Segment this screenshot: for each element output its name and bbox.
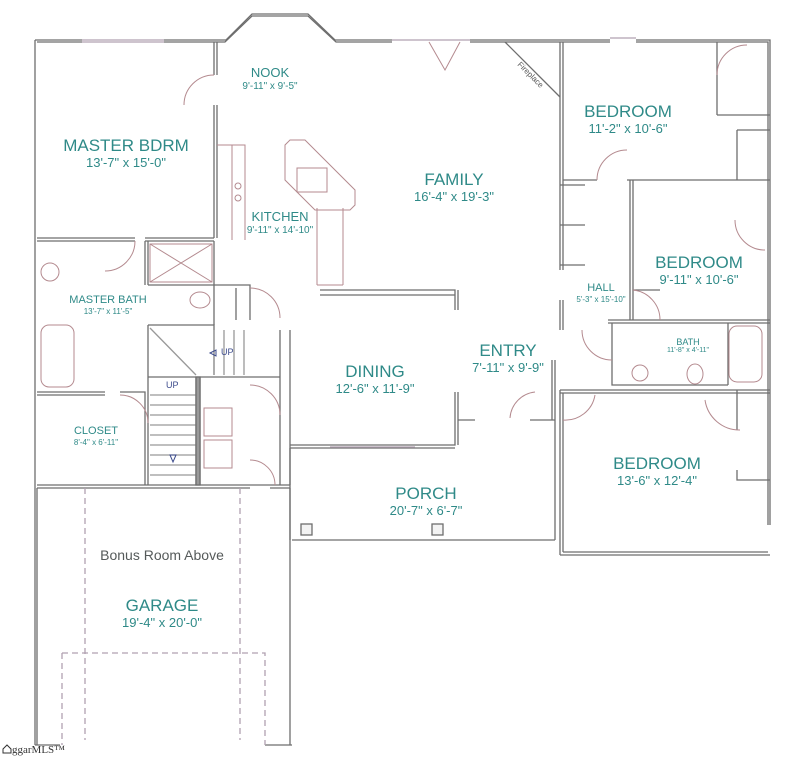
stair-up-label: UP [221, 347, 234, 357]
room-dimensions: 7'-11" x 9'-9" [472, 359, 544, 375]
room-name: BEDROOM [655, 253, 743, 272]
room-garage: GARAGE 19'-4" x 20'-0" [122, 596, 202, 630]
room-entry: ENTRY 7'-11" x 9'-9" [472, 341, 544, 375]
room-name: MASTER BATH [69, 294, 147, 306]
room-name: BATH [676, 337, 700, 347]
room-kitchen: KITCHEN 9'-11" x 14'-10" [246, 209, 314, 236]
room-nook: NOOK 9'-11" x 9'-5" [242, 65, 298, 92]
room-master-bdrm: MASTER BDRM 13'-7" x 15'-0" [63, 136, 189, 170]
room-dimensions: 11'-8" x 4'-11" [666, 347, 710, 355]
room-porch: PORCH 20'-7" x 6'-7" [390, 484, 463, 518]
room-dimensions: 19'-4" x 20'-0" [122, 614, 202, 630]
room-name: HALL [587, 282, 615, 294]
room-bedroom-1: BEDROOM 11'-2" x 10'-6" [584, 102, 672, 136]
room-name: ENTRY [479, 341, 537, 360]
room-name: DINING [345, 362, 405, 381]
room-name: BEDROOM [613, 454, 701, 473]
room-dimensions: 9'-11" x 9'-5" [242, 80, 298, 92]
room-name: BEDROOM [584, 102, 672, 121]
room-name: CLOSET [73, 425, 119, 437]
room-bedroom-2: BEDROOM 9'-11" x 10'-6" [655, 253, 743, 287]
room-name: MASTER BDRM [63, 136, 189, 155]
room-dimensions: 13'-7" x 11'-5" [83, 306, 133, 316]
room-dimensions: 9'-11" x 14'-10" [246, 224, 314, 236]
room-dimensions: 16'-4" x 19'-3" [414, 188, 494, 204]
room-dining: DINING 12'-6" x 11'-9" [336, 362, 415, 396]
room-dimensions: 11'-2" x 10'-6" [588, 120, 668, 136]
room-name: FAMILY [424, 170, 484, 189]
stair-up-label: UP [166, 380, 179, 390]
room-bath: BATH 11'-8" x 4'-11" [667, 337, 709, 355]
exterior-wall [34, 13, 771, 745]
house-icon [2, 744, 12, 754]
watermark-text: ggarMLS™ [12, 744, 65, 756]
room-master-bath: MASTER BATH 13'-7" x 11'-5" [69, 294, 146, 316]
room-closet: CLOSET 8'-4" x 6'-11" [74, 425, 118, 447]
room-hall: HALL 5'-3" x 15'-10" [576, 282, 625, 304]
room-dimensions: 13'-6" x 12'-4" [617, 472, 697, 488]
room-name: PORCH [395, 484, 457, 503]
room-family: FAMILY 16'-4" x 19'-3" [414, 170, 494, 204]
bonus-room-note: Bonus Room Above [100, 547, 224, 563]
room-name: NOOK [250, 65, 290, 80]
room-dimensions: 20'-7" x 6'-7" [389, 502, 463, 518]
mls-watermark: ggarMLS™ [2, 744, 65, 756]
room-dimensions: 12'-6" x 11'-9" [335, 380, 415, 396]
room-dimensions: 5'-3" x 15'-10" [576, 294, 626, 304]
room-dimensions: 13'-7" x 15'-0" [86, 154, 166, 170]
room-dimensions: 8'-4" x 6'-11" [73, 437, 119, 447]
room-name: GARAGE [125, 596, 199, 615]
room-dimensions: 9'-11" x 10'-6" [659, 271, 739, 287]
room-name: KITCHEN [251, 209, 309, 224]
room-bedroom-3: BEDROOM 13'-6" x 12'-4" [613, 454, 701, 488]
